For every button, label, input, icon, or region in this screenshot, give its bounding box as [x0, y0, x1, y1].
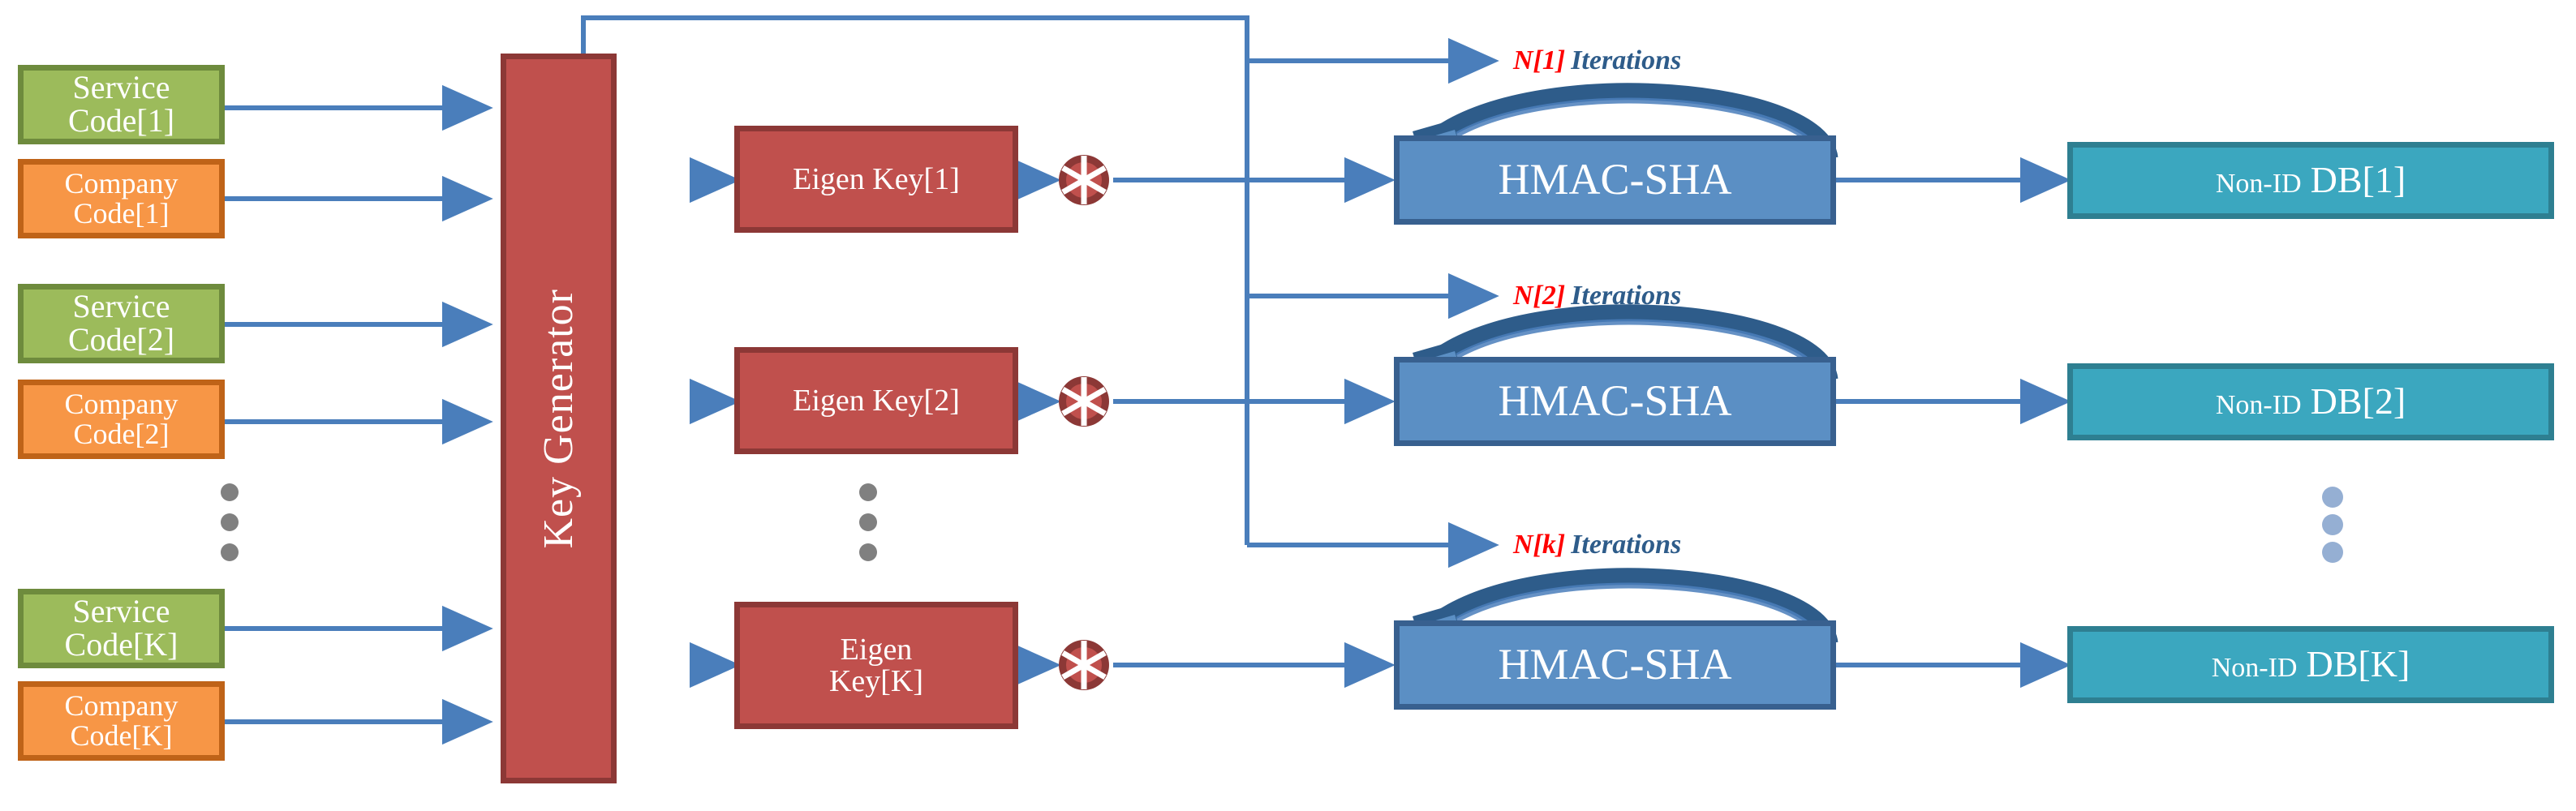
- non-id-db-label-1: Non-ID DB[1]: [2216, 161, 2406, 200]
- arc-iteration-loop-1: [1435, 83, 1838, 161]
- eigen-key-label-2: Eigen Key[2]: [793, 383, 960, 418]
- key-generator-block[interactable]: Key Generator: [501, 54, 617, 783]
- asterisk-combiner-2: [1059, 376, 1109, 427]
- asterisk-combiner-1: [1059, 155, 1109, 205]
- non-id-db-label-2: Non-ID DB[2]: [2215, 380, 2406, 423]
- hmac-sha-block-1[interactable]: HMAC-SHA: [1394, 135, 1836, 225]
- wire-keygen-iteration-bus: [581, 15, 1249, 545]
- input-column-ellipsis-icon: [217, 483, 242, 561]
- service-code-box-2[interactable]: Service Code[2]: [18, 284, 225, 363]
- combiner-glyphs: [1059, 155, 1109, 690]
- non-id-db-label-k: Non-ID DB[K]: [2211, 643, 2410, 685]
- service-code-label-1: Service Code[1]: [67, 69, 175, 139]
- iteration-word-3: Iterations: [1571, 530, 1682, 560]
- eigen-key-label-k-line1: Eigen: [840, 632, 913, 667]
- company-code-label-k: Company Code[K]: [64, 689, 178, 752]
- service-code-label-k: Service Code[K]: [64, 593, 178, 663]
- arc-iteration-loop-2: [1435, 304, 1838, 382]
- non-id-db-prefix-1: Non-ID: [2215, 169, 2302, 200]
- iteration-word-1: Iterations: [1571, 45, 1682, 75]
- iteration-label-1: N[1]Iterations: [1513, 47, 1681, 75]
- iteration-label-3: N[k]Iterations: [1513, 531, 1681, 559]
- non-id-db-suffix-1: DB[1]: [2310, 159, 2406, 201]
- hmac-sha-label-3: HMAC-SHA: [1498, 640, 1732, 689]
- iteration-count-2: N[2]: [1513, 281, 1566, 311]
- iteration-count-3: N[k]: [1513, 530, 1566, 560]
- non-id-db-prefix-2: Non-ID: [2215, 390, 2302, 421]
- eigen-key-box-2[interactable]: Eigen Key[2]: [734, 347, 1018, 454]
- non-id-db-prefix-k: Non-ID: [2211, 653, 2298, 684]
- iteration-label-2: N[2]Iterations: [1513, 282, 1681, 310]
- non-id-db-suffix-k: DB[K]: [2306, 643, 2410, 685]
- service-code-label-2: Service Code[2]: [67, 288, 175, 358]
- eigen-key-label-1: Eigen Key[1]: [793, 161, 960, 196]
- company-code-box-k[interactable]: Company Code[K]: [18, 681, 225, 761]
- hmac-sha-label-1: HMAC-SHA: [1498, 155, 1732, 204]
- non-id-db-box-1[interactable]: Non-ID DB[1]: [2067, 142, 2554, 219]
- eigen-key-box-k[interactable]: Eigen Key[K]: [734, 602, 1018, 729]
- service-code-box-k[interactable]: Service Code[K]: [18, 589, 225, 668]
- iteration-word-2: Iterations: [1571, 281, 1682, 311]
- non-id-db-box-2[interactable]: Non-ID DB[2]: [2067, 363, 2554, 440]
- company-code-label-2: Company Code[2]: [64, 388, 178, 450]
- company-code-box-1[interactable]: Company Code[1]: [18, 159, 225, 238]
- company-code-box-2[interactable]: Company Code[2]: [18, 380, 225, 459]
- service-code-box-1[interactable]: Service Code[1]: [18, 65, 225, 144]
- asterisk-combiner-3: [1059, 640, 1109, 690]
- iteration-count-1: N[1]: [1513, 45, 1566, 75]
- arc-iteration-loop-3: [1435, 568, 1838, 646]
- hmac-sha-block-3[interactable]: HMAC-SHA: [1394, 620, 1836, 710]
- non-id-db-column-ellipsis-icon: [2320, 487, 2345, 563]
- non-id-db-suffix-2: DB[2]: [2310, 380, 2406, 423]
- eigen-key-column-ellipsis-icon: [856, 483, 880, 561]
- eigen-key-label-k-line2: Key[K]: [828, 663, 924, 698]
- company-code-label-1: Company Code[1]: [64, 167, 178, 230]
- hmac-sha-block-2[interactable]: HMAC-SHA: [1394, 357, 1836, 446]
- non-id-db-box-k[interactable]: Non-ID DB[K]: [2067, 626, 2554, 703]
- eigen-key-box-1[interactable]: Eigen Key[1]: [734, 126, 1018, 233]
- key-generator-label: Key Generator: [535, 288, 582, 549]
- hmac-sha-label-2: HMAC-SHA: [1498, 376, 1732, 426]
